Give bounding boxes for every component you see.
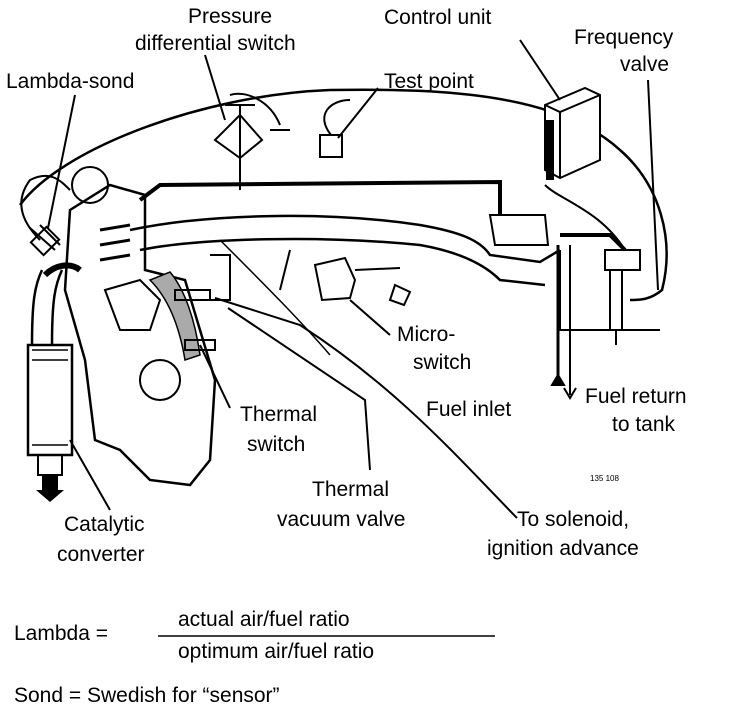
intake-manifold: [129, 214, 561, 264]
leader-thermal-vacuum: [227, 307, 371, 471]
sond-note: Sond = Swedish for “sensor”: [14, 684, 280, 707]
leader-frequency: [647, 79, 659, 291]
lambda-wire: [20, 174, 71, 241]
label-solenoid-2: ignition advance: [487, 537, 639, 560]
upper-harness: [138, 179, 502, 215]
label-lambda-sond: Lambda-sond: [6, 70, 135, 93]
label-pressure-switch: Pressure: [187, 5, 273, 28]
hatched-hose: [148, 271, 201, 361]
label-catalytic-converter: Catalytic: [64, 513, 145, 536]
leader-control: [519, 39, 561, 101]
microswitch-body: [313, 256, 357, 302]
label-thermal-vacuum-valve: Thermal: [312, 478, 390, 501]
label-pressure-switch-2: differential switch: [135, 32, 296, 55]
leader-solenoid: [214, 297, 518, 519]
leader-pressure: [204, 54, 226, 121]
label-solenoid: To solenoid,: [517, 508, 630, 531]
formula-numerator: actual air/fuel ratio: [178, 608, 350, 631]
label-catalytic-converter-2: converter: [57, 543, 145, 566]
label-frequency-valve: Frequency: [574, 26, 674, 49]
leader-thermal-switch: [199, 344, 231, 409]
label-micro-switch-2: switch: [413, 351, 472, 374]
label-fuel-return-2: to tank: [612, 413, 676, 436]
label-micro-switch: Micro-: [397, 323, 456, 346]
wiring-harness-loop: [18, 88, 668, 302]
catalytic-converter-body: [26, 343, 74, 457]
label-fuel-inlet: Fuel inlet: [426, 398, 512, 421]
label-thermal-vacuum-valve-2: vacuum valve: [277, 508, 406, 531]
formula-lhs: Lambda =: [14, 622, 108, 645]
label-fuel-return: Fuel return: [585, 385, 687, 408]
label-thermal-switch: Thermal: [240, 403, 318, 426]
part-number: 135 108: [590, 474, 619, 483]
leader-test: [337, 87, 379, 139]
label-control-unit: Control unit: [384, 6, 492, 29]
exhaust-pipe: [30, 269, 64, 346]
label-frequency-valve-2: valve: [620, 53, 670, 76]
control-unit-cable: [544, 184, 626, 251]
engine-block: [63, 183, 217, 487]
label-test-point: Test point: [384, 70, 474, 93]
pulley: [139, 359, 181, 401]
leader-micro: [349, 299, 391, 336]
pressure-switch-body: [213, 113, 264, 160]
leader-catalytic: [69, 439, 111, 511]
formula-denominator: optimum air/fuel ratio: [178, 640, 375, 663]
leader-lambda: [47, 94, 76, 229]
label-thermal-switch-2: switch: [247, 433, 306, 456]
harness-to-frequency: [560, 233, 627, 252]
frequency-valve-body: [604, 249, 641, 271]
